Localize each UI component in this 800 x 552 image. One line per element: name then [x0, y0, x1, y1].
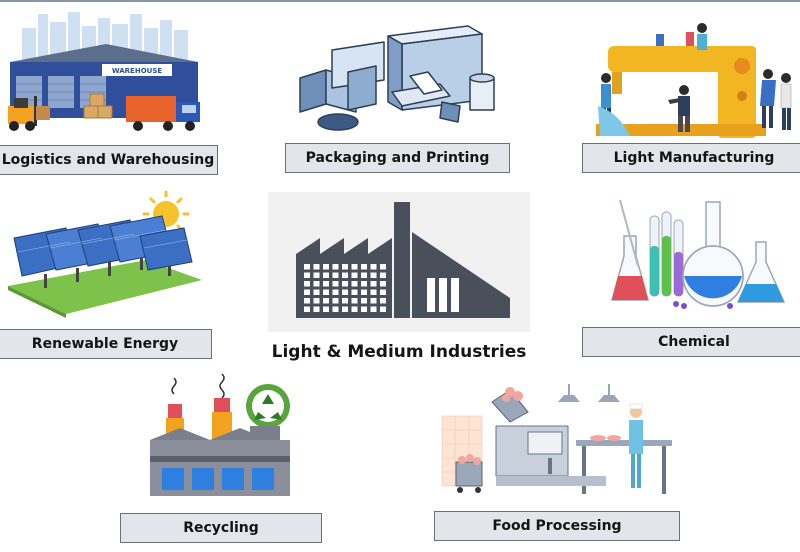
center-title: Light & Medium Industries: [271, 342, 527, 362]
chemical-label: Chemical: [582, 327, 800, 357]
factory-window: [370, 298, 377, 304]
factory-window: [304, 306, 310, 312]
factory-window: [380, 289, 386, 295]
factory-window: [351, 281, 358, 287]
factory-window: [332, 272, 339, 278]
factory-window: [342, 306, 348, 312]
factory-window: [380, 306, 386, 312]
factory-window: [313, 264, 320, 270]
factory-window: [380, 264, 386, 270]
factory-window: [370, 306, 377, 312]
factory-window: [323, 281, 329, 287]
chemical-flasks-illustration: [611, 199, 786, 309]
factory-window: [342, 289, 348, 295]
factory-window: [313, 281, 320, 287]
factory-window: [342, 272, 348, 278]
factory-window: [323, 264, 329, 270]
factory-window: [342, 281, 348, 287]
factory-window: [370, 289, 377, 295]
warehouse-sign: WAREHOUSE: [112, 67, 163, 75]
factory-window: [370, 272, 377, 278]
warehouse-illustration: WAREHOUSE: [8, 12, 200, 131]
factory-window: [332, 289, 339, 295]
factory-window: [342, 264, 348, 270]
factory-window: [332, 281, 339, 287]
factory-window: [323, 298, 329, 304]
food-processing-label: Food Processing: [434, 511, 680, 541]
factory-window: [351, 272, 358, 278]
factory-window: [304, 272, 310, 278]
sewing-machine-illustration: [596, 23, 792, 138]
top-rule: [0, 0, 800, 2]
factory-window: [361, 306, 367, 312]
logistics-label: Logistics and Warehousing: [0, 145, 218, 175]
factory-window: [313, 289, 320, 295]
factory-window: [380, 298, 386, 304]
factory-window: [380, 272, 386, 278]
factory-window: [332, 264, 339, 270]
light-manufacturing-label: Light Manufacturing: [582, 143, 800, 173]
renewable-energy-label: Renewable Energy: [0, 329, 212, 359]
factory-window: [351, 289, 358, 295]
factory-window: [361, 289, 367, 295]
factory-window: [361, 272, 367, 278]
factory-window: [370, 264, 377, 270]
factory-window: [332, 298, 339, 304]
factory-window: [313, 272, 320, 278]
factory-window: [304, 281, 310, 287]
recycle-icon: [246, 384, 290, 428]
packaging-label: Packaging and Printing: [285, 143, 510, 173]
factory-window: [304, 264, 310, 270]
factory-window: [332, 306, 339, 312]
recycling-label: Recycling: [120, 513, 322, 543]
factory-window: [351, 264, 358, 270]
factory-window: [342, 298, 348, 304]
factory-window: [313, 306, 320, 312]
factory-window: [361, 264, 367, 270]
factory-window: [380, 281, 386, 287]
food-processing-illustration: [441, 384, 672, 494]
factory-icon: void 0: [296, 202, 510, 318]
factory-window: [313, 298, 320, 304]
factory-window: [304, 289, 310, 295]
solar-panels-illustration: [8, 190, 202, 318]
factory-window: [323, 306, 329, 312]
factory-window: [351, 306, 358, 312]
recycling-factory-illustration: [150, 373, 290, 496]
factory-window: [361, 298, 367, 304]
factory-window: [351, 298, 358, 304]
packaging-boxes-illustration: [299, 25, 495, 131]
factory-window: [323, 289, 329, 295]
factory-window: [323, 272, 329, 278]
factory-window: [370, 281, 377, 287]
factory-window: [361, 281, 367, 287]
factory-window: [304, 298, 310, 304]
